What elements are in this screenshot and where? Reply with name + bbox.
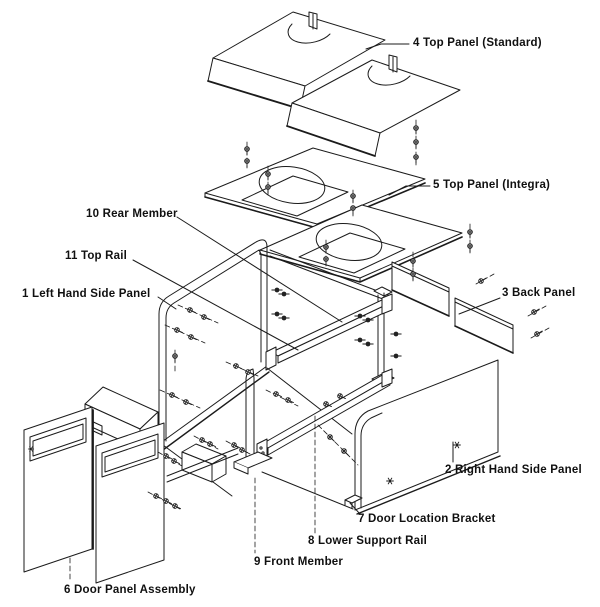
label-door-panel-assembly: 6 Door Panel Assembly	[64, 584, 196, 596]
top-panel-integra	[204, 147, 463, 283]
frame-assembly	[158, 239, 395, 510]
right-side-panel	[344, 359, 501, 515]
label-top-panel-integra: 5 Top Panel (Integra)	[433, 179, 551, 191]
leader-5	[388, 185, 431, 196]
base-edges	[162, 367, 354, 510]
front-member	[233, 368, 273, 475]
integra-hole-left	[258, 166, 326, 204]
door-location-bracket	[344, 494, 363, 509]
label-top-rail: 11 Top Rail	[65, 250, 128, 262]
leader-lines	[132, 43, 501, 515]
top-panel-standard	[207, 11, 461, 157]
label-lower-support-rail: 8 Lower Support Rail	[308, 535, 428, 547]
label-top-panel-standard: 4 Top Panel (Standard)	[413, 37, 542, 49]
label-rear-member: 10 Rear Member	[86, 208, 178, 220]
integra-hole-right	[315, 223, 383, 261]
top-rail	[269, 249, 389, 302]
cable-notch-left	[287, 23, 331, 44]
left-side-frame	[158, 239, 270, 451]
integra-recess-left	[241, 175, 349, 217]
back-panels	[391, 261, 514, 354]
leader-3	[458, 297, 501, 315]
lower-support-rail	[256, 368, 393, 463]
label-right-side-panel: 2 Right Hand Side Panel	[445, 464, 582, 476]
leader-1	[157, 296, 177, 310]
integra-recess-right	[298, 232, 406, 274]
fasteners	[69, 119, 550, 583]
door-right	[92, 409, 165, 584]
leader-10	[176, 216, 343, 323]
label-front-member: 9 Front Member	[254, 556, 344, 568]
label-left-side-panel: 1 Left Hand Side Panel	[22, 288, 151, 300]
door-panel-assembly	[23, 386, 239, 584]
leader-11	[132, 259, 299, 351]
leader-4	[365, 43, 410, 50]
door-left	[23, 406, 93, 573]
rear-member	[265, 293, 393, 371]
leader-7	[349, 502, 361, 515]
door-bracket-hardware	[166, 443, 239, 483]
label-back-panel: 3 Back Panel	[502, 287, 576, 299]
cable-notch-right	[367, 65, 411, 86]
label-door-location-bracket: 7 Door Location Bracket	[358, 513, 496, 525]
